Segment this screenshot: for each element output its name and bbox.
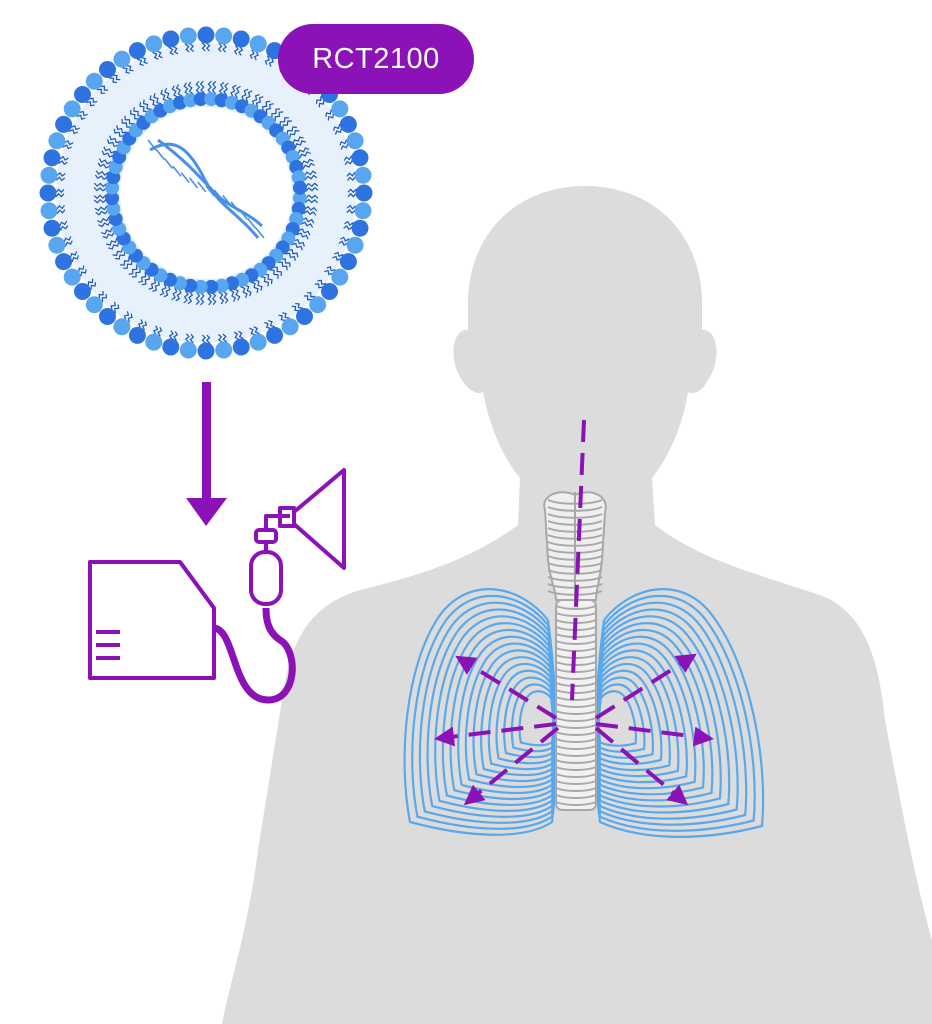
airflow-main-dash [570,419,586,701]
lipid-nanoparticle-icon [39,26,373,360]
airflow-arrow-lower-left [463,726,560,806]
rct2100-label-text: RCT2100 [312,42,440,75]
airflow-arrow-mid-left [434,722,557,747]
rct2100-label: RCT2100 [278,24,474,94]
left-lung-icon [403,588,558,836]
mrna-strand-icon [147,138,265,239]
airflow-arrow-upper-right [594,653,697,720]
airflow-arrow-upper-left [455,655,558,720]
airflow-arrows [434,419,714,806]
arrow-down-icon [186,382,227,526]
airflow-arrow-lower-right [594,726,689,806]
nebulizer-icon [88,468,346,704]
airflow-arrow-mid-right [595,722,714,747]
